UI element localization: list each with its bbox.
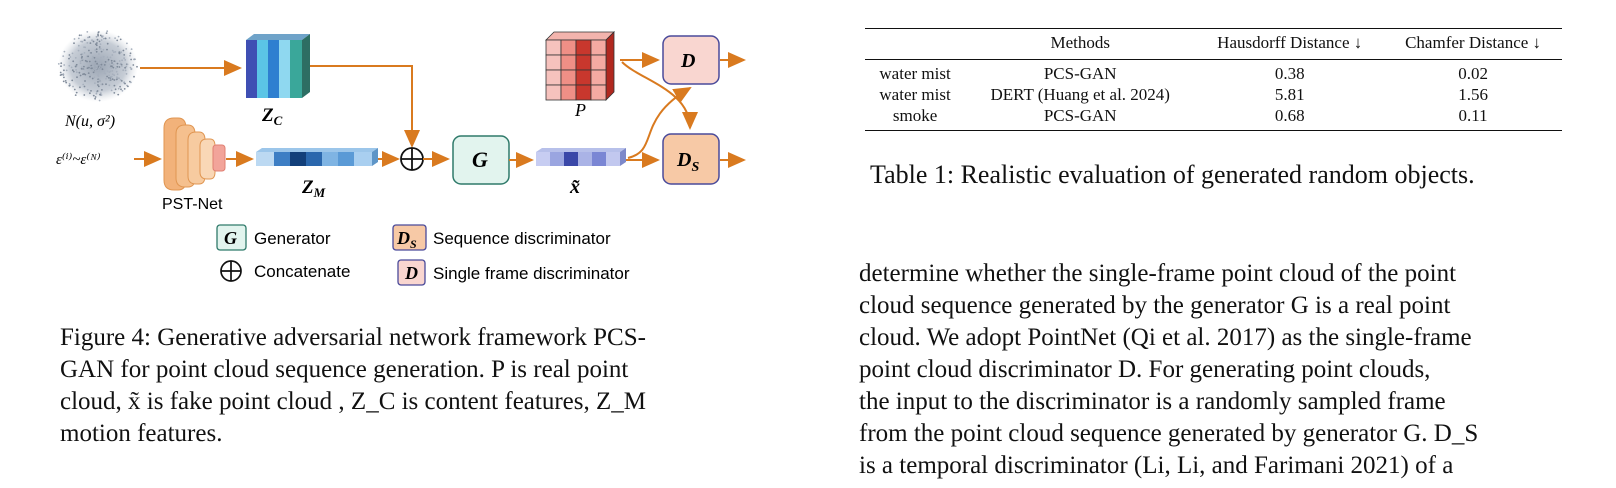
body-line: is a temporal discriminator (Li, Li, and… <box>859 452 1454 479</box>
pstnet-label: PST-Net <box>162 196 223 213</box>
table-cell: water mist <box>879 64 951 83</box>
noise-cloud-icon <box>57 30 138 102</box>
table-cell: PCS-GAN <box>1043 64 1117 83</box>
table-caption: Table 1: Realistic evaluation of generat… <box>870 160 1475 189</box>
table-header: Chamfer Distance ↓ <box>1405 33 1542 52</box>
fake-point-cloud-block <box>536 148 626 166</box>
figure-caption-line: motion features. <box>60 420 223 447</box>
table-cell: DERT (Huang et al. 2024) <box>990 85 1170 104</box>
generator-block-label: G <box>472 147 488 172</box>
table-header <box>865 29 965 60</box>
motion-features-block <box>256 148 378 166</box>
table-cell: 0.02 <box>1458 64 1488 83</box>
legend-single-label: Single frame discriminator <box>433 264 630 283</box>
real-point-cloud-label: P <box>574 100 586 120</box>
pst-net-block <box>163 117 226 191</box>
table-cell: water mist <box>879 85 951 104</box>
legend-generator-label: Generator <box>254 229 331 248</box>
table-row: water mist PCS-GAN 0.38 0.02 <box>865 59 1562 85</box>
results-table: Methods Hausdorff Distance ↓ Chamfer Dis… <box>865 28 1562 131</box>
pcs-gan-figure: N(u, σ²) ZC ε⁽ⁱ⁾~ε⁽ᴺ⁾ PST-Net <box>56 30 746 286</box>
fake-point-cloud-label: x̃ <box>569 176 581 198</box>
table-cell: 1.56 <box>1458 85 1488 104</box>
legend-generator-symbol: G <box>224 228 237 248</box>
table-cell: 5.81 <box>1274 85 1305 104</box>
body-paragraph: determine whether the single-frame point… <box>859 258 1559 482</box>
body-line: cloud sequence generated by the generato… <box>859 292 1451 319</box>
table-header: Methods <box>1050 33 1110 52</box>
table-cell: PCS-GAN <box>1043 106 1117 125</box>
legend-generator-swatch <box>216 224 247 251</box>
body-line: point cloud discriminator D. For generat… <box>859 356 1431 383</box>
legend-sequence-symbol: DS <box>396 228 417 251</box>
noise-distribution-label: N(u, σ²) <box>64 113 115 130</box>
legend-sequence-label: Sequence discriminator <box>433 229 611 248</box>
figure-caption-line: cloud, x̃ is fake point cloud , Z_C is c… <box>60 388 646 415</box>
noise-input-label: ε⁽ⁱ⁾~ε⁽ᴺ⁾ <box>56 151 101 168</box>
concatenate-icon <box>400 147 424 171</box>
single-frame-discriminator-block <box>662 35 720 85</box>
table-cell: 0.38 <box>1274 64 1305 83</box>
body-line: the input to the discriminator is a rand… <box>859 388 1446 415</box>
results-table-wrapper: Methods Hausdorff Distance ↓ Chamfer Dis… <box>865 28 1562 131</box>
legend-single-symbol: D <box>404 263 418 283</box>
table-row: water mist DERT (Huang et al. 2024) 5.81… <box>865 84 1562 105</box>
zc-label: ZC <box>261 105 283 128</box>
figure-caption: Figure 4: Generative adversarial network… <box>60 322 760 450</box>
figure-caption-line: Figure 4: Generative adversarial network… <box>60 324 646 351</box>
body-line: cloud. We adopt PointNet (Qi et al. 2017… <box>859 324 1472 351</box>
table-cell: 0.68 <box>1274 106 1305 125</box>
table-header: Hausdorff Distance ↓ <box>1217 33 1363 52</box>
zm-label: ZM <box>301 177 326 200</box>
body-line: from the point cloud sequence generated … <box>859 420 1479 447</box>
sequence-discriminator-block <box>662 133 720 185</box>
legend-sequence-swatch <box>392 224 427 251</box>
body-line: determine whether the single-frame point… <box>859 260 1457 287</box>
legend: G Generator Concatenate DS Sequence disc… <box>216 224 630 286</box>
table-row: smoke PCS-GAN 0.68 0.11 <box>865 105 1562 131</box>
legend-single-swatch <box>397 259 426 286</box>
legend-concatenate-icon <box>220 260 242 282</box>
sequence-discriminator-block-label: DS <box>676 149 699 175</box>
legend-concatenate-label: Concatenate <box>254 262 350 281</box>
figure-caption-line: GAN for point cloud sequence generation.… <box>60 356 629 383</box>
table-cell: 0.11 <box>1458 106 1488 125</box>
table-cell: smoke <box>892 106 938 125</box>
single-frame-discriminator-block-label: D <box>680 50 695 72</box>
real-point-cloud-block <box>545 31 615 101</box>
content-features-block <box>246 34 310 98</box>
